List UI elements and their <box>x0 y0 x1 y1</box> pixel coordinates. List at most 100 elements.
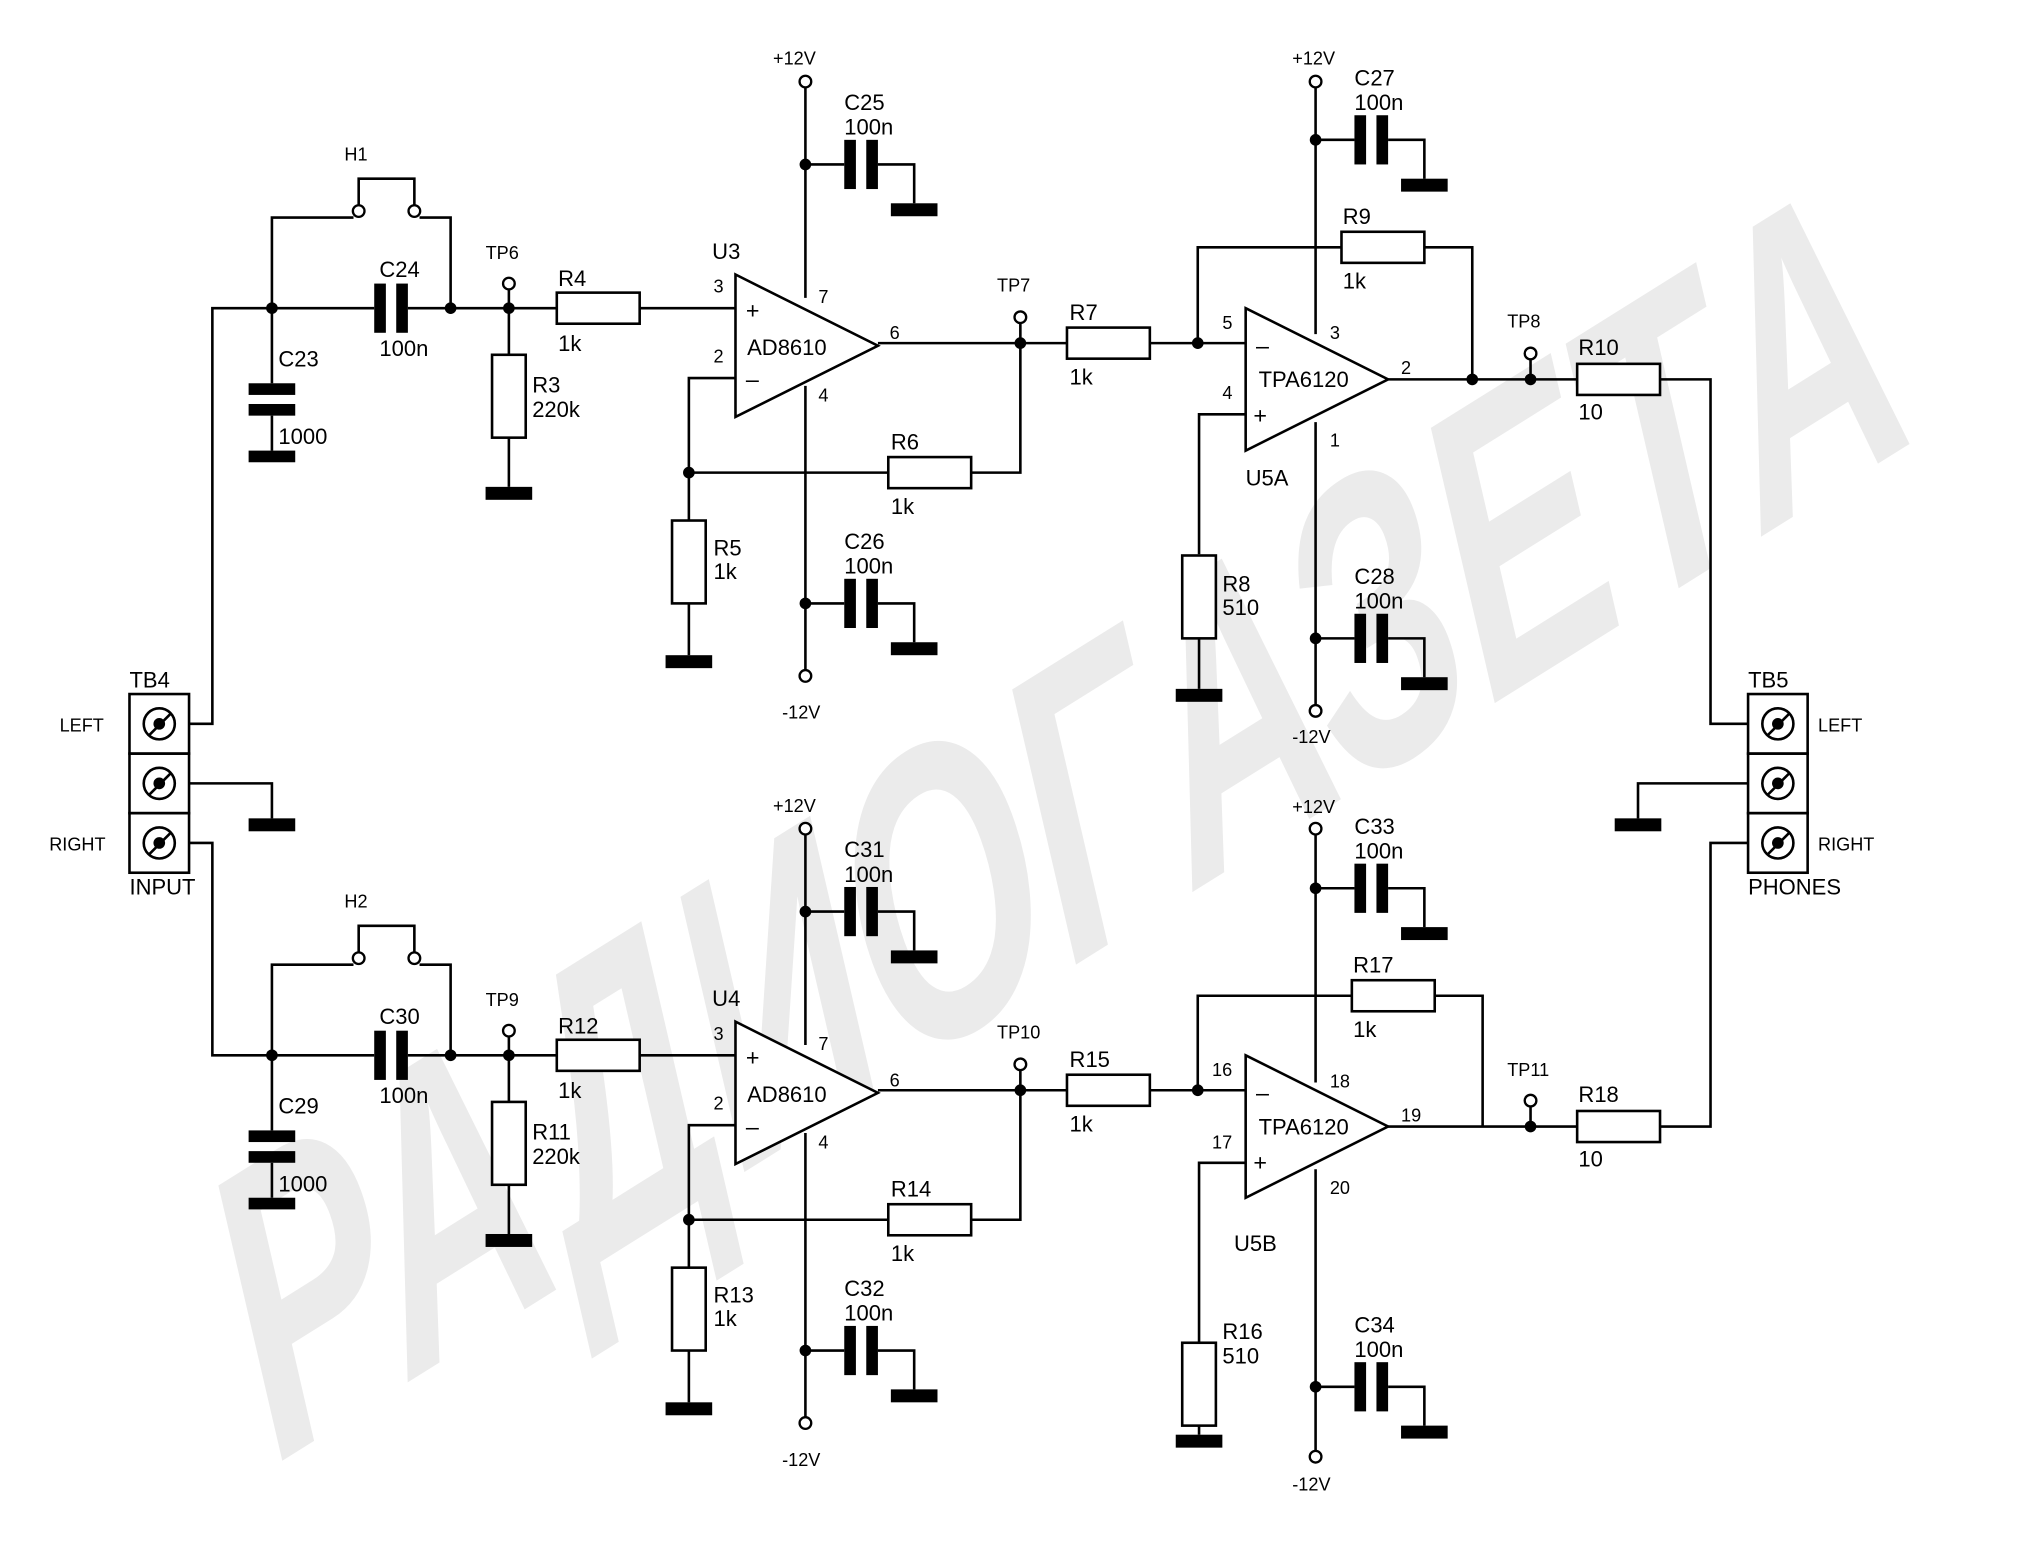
wire <box>270 963 354 1056</box>
plus-sign: + <box>1253 1150 1267 1176</box>
resistor-body <box>1340 230 1426 265</box>
screw-terminal-icon <box>142 706 177 741</box>
terminal-cell <box>1746 811 1809 875</box>
resistor-value: 1k <box>891 494 915 519</box>
plus-sign: + <box>1253 402 1267 428</box>
resistor-body <box>1065 326 1152 360</box>
capacitor-ref: C29 <box>278 1094 318 1119</box>
wire <box>971 1090 1022 1222</box>
capacitor-ref: C31 <box>844 837 884 862</box>
connector-name: PHONES <box>1748 875 1841 900</box>
right-driver: R171kTPA6120–+1617182019U5BR16510+12V-12… <box>1149 797 1749 1494</box>
ground-icon <box>665 1402 713 1416</box>
wire <box>1196 246 1342 344</box>
pin-number: 4 <box>818 385 828 405</box>
capacitor-value: 100n <box>1354 1337 1403 1362</box>
connector-ref: TB4 <box>129 668 169 693</box>
rail-label: +12V <box>773 796 816 816</box>
capacitor-value: 100n <box>1354 90 1403 115</box>
pin-number: 3 <box>713 1024 723 1044</box>
wire <box>419 216 452 309</box>
supply-terminal <box>1308 1449 1323 1464</box>
resistor-value: 1k <box>1070 1112 1094 1137</box>
minus-sign: – <box>1256 332 1269 358</box>
capacitor-value: 100n <box>379 336 428 361</box>
opamp-part: TPA6120 <box>1259 367 1349 392</box>
resistor-body <box>1350 978 1437 1013</box>
wire <box>189 841 272 1057</box>
resistor-value: 1k <box>1343 269 1367 294</box>
resistor-ref: R10 <box>1578 335 1618 360</box>
capacitor-plate <box>866 578 878 629</box>
test-point-label: TP7 <box>997 275 1030 295</box>
capacitor-ref: C33 <box>1354 814 1394 839</box>
rail-label: -12V <box>1292 727 1330 747</box>
minus-sign: – <box>746 366 759 392</box>
resistor-value: 220k <box>532 1144 581 1169</box>
resistor-ref: R12 <box>558 1013 598 1038</box>
capacitor-plate <box>396 283 408 333</box>
test-point-label: TP6 <box>486 243 519 263</box>
jumper-link <box>357 924 416 952</box>
capacitor-plate <box>248 1130 296 1143</box>
capacitor-plate <box>844 578 856 629</box>
pin-number: 2 <box>713 1094 723 1114</box>
resistor-body <box>555 1038 641 1073</box>
capacitor-ref: C28 <box>1354 564 1394 589</box>
wire <box>1197 413 1246 555</box>
opamp-ref: U3 <box>712 239 740 264</box>
wire <box>189 306 272 726</box>
screw-slot <box>147 831 172 856</box>
resistor-body <box>555 291 641 326</box>
wire <box>1197 1161 1246 1345</box>
opamp-ref: U4 <box>712 986 740 1011</box>
wire <box>877 1349 916 1390</box>
ground-icon <box>485 1233 533 1247</box>
pin-number: 7 <box>818 1034 828 1054</box>
capacitor-plate <box>374 1030 386 1080</box>
resistor-ref: R9 <box>1343 204 1371 229</box>
resistor-value: 1k <box>558 331 582 356</box>
resistor-ref: R17 <box>1353 952 1393 977</box>
test-point <box>1523 346 1538 361</box>
resistor-value: 1k <box>713 559 737 584</box>
pin-number: 19 <box>1401 1105 1421 1125</box>
screw-terminal-icon <box>142 826 177 860</box>
junction-dot <box>1524 1120 1537 1133</box>
capacitor-plate <box>248 1151 296 1163</box>
resistor-ref: R13 <box>713 1283 753 1308</box>
resistor-ref: R5 <box>713 535 741 560</box>
plus-sign: + <box>746 298 760 324</box>
pin-label: LEFT <box>1818 716 1862 736</box>
rail-label: -12V <box>782 1450 820 1470</box>
wire <box>1388 886 1426 928</box>
minus-sign: – <box>746 1113 759 1139</box>
opamp-part: AD8610 <box>747 335 827 360</box>
resistor-ref: R18 <box>1578 1082 1618 1107</box>
resistor-value: 1k <box>1070 365 1094 390</box>
resistor-ref: R6 <box>891 429 919 454</box>
test-point <box>1013 1057 1028 1072</box>
supply-terminal <box>798 74 813 89</box>
ground-icon <box>1401 677 1448 691</box>
channel-left: H1C24100nC231000TP6R3220kR41kU3AD8610+–3… <box>248 49 1152 723</box>
resistor-ref: R3 <box>532 372 560 397</box>
pin-number: 4 <box>818 1133 828 1153</box>
wire <box>1388 138 1426 179</box>
supply-terminal <box>798 821 813 836</box>
pin-number: 18 <box>1330 1072 1350 1092</box>
screw-slot <box>1766 831 1791 856</box>
preamp-opamp <box>734 272 881 420</box>
capacitor-value: 1000 <box>278 1171 327 1196</box>
connector-ref: TB5 <box>1748 668 1788 693</box>
wire <box>687 1123 736 1220</box>
capacitor-ref: C30 <box>379 1004 419 1029</box>
pin-number: 5 <box>1222 313 1232 333</box>
pin-label: RIGHT <box>1818 835 1874 855</box>
capacitor-plate <box>248 1197 296 1210</box>
screw-slot <box>147 772 172 796</box>
capacitor-ref: C26 <box>844 529 884 554</box>
junction-dot <box>1191 1084 1204 1097</box>
resistor-body <box>490 353 528 439</box>
